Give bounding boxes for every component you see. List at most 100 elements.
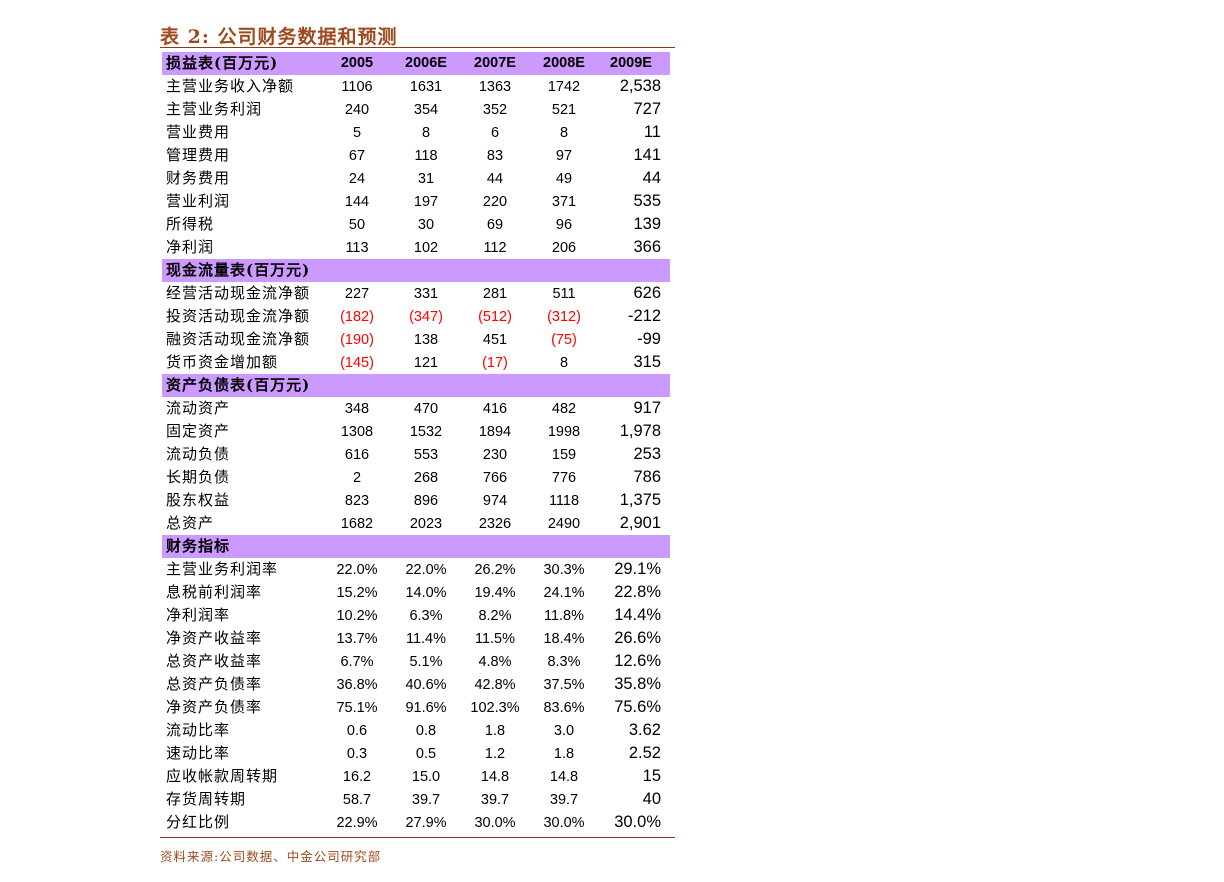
table-cell: 19.4% <box>474 585 516 601</box>
table-cell: (182) <box>340 309 374 325</box>
table-cell: 35.8% <box>614 675 661 693</box>
table-cell: 11.5% <box>474 631 516 647</box>
table-cell: 2.52 <box>628 744 661 762</box>
table-cell: 26.2% <box>474 562 516 578</box>
table-cell: 0.5 <box>415 746 437 762</box>
table-cell: 69 <box>486 217 504 233</box>
top-rule <box>160 47 675 48</box>
table-cell: 8.2% <box>478 608 512 624</box>
table-cell: 10.2% <box>336 608 378 624</box>
column-header: 2009E <box>610 55 652 71</box>
table-cell: 29.1% <box>614 560 661 578</box>
row-label: 分红比例 <box>166 813 231 831</box>
row-label: 净利润率 <box>166 606 231 624</box>
table-cell: 482 <box>551 401 577 417</box>
table-cell: 24.1% <box>543 585 585 601</box>
row-label: 经营活动现金流净额 <box>166 284 311 302</box>
table-cell: 22.9% <box>336 815 378 831</box>
table-cell: 253 <box>633 445 661 463</box>
row-label: 所得税 <box>166 215 215 233</box>
table-cell: 18.4% <box>543 631 585 647</box>
table-cell: 39.7 <box>411 792 441 808</box>
table-cell: 0.3 <box>346 746 368 762</box>
table-cell: 470 <box>413 401 439 417</box>
table-cell: 727 <box>633 100 661 118</box>
table-cell: (17) <box>482 355 508 371</box>
table-cell: 15 <box>642 767 661 785</box>
table-cell: 141 <box>633 146 661 164</box>
table-cell: 1.8 <box>553 746 575 762</box>
table-cell: 121 <box>413 355 439 371</box>
table-cell: 240 <box>344 102 370 118</box>
row-label: 流动比率 <box>166 721 231 739</box>
row-label: 总资产 <box>166 514 215 532</box>
table-cell: 102 <box>413 240 439 256</box>
section-header: 资产负债表(百万元) <box>162 374 670 397</box>
table-cell: 1,375 <box>619 491 661 509</box>
table-cell: 1532 <box>409 424 443 440</box>
section-title: 财务指标 <box>166 537 231 555</box>
table-cell: 22.0% <box>336 562 378 578</box>
column-header: 2007E <box>474 55 516 71</box>
row-label: 投资活动现金流净额 <box>166 307 311 325</box>
table-cell: 2,538 <box>619 77 661 95</box>
table-cell: 6.3% <box>409 608 443 624</box>
table-cell: 1118 <box>548 493 580 509</box>
table-cell: 2 <box>352 470 362 486</box>
table-cell: 14.4% <box>614 606 661 624</box>
row-label: 固定资产 <box>166 422 231 440</box>
table-cell: 616 <box>344 447 370 463</box>
section-header: 现金流量表(百万元) <box>162 259 670 282</box>
table-cell: 6.7% <box>340 654 374 670</box>
table-cell: -99 <box>637 330 661 348</box>
table-cell: 31 <box>417 171 435 187</box>
table-cell: 1894 <box>478 424 512 440</box>
row-label: 流动负债 <box>166 445 231 463</box>
section-title: 损益表(百万元) <box>166 54 279 72</box>
table-cell: 416 <box>482 401 508 417</box>
table-cell: 1308 <box>340 424 374 440</box>
table-cell: 331 <box>413 286 439 302</box>
table-cell: 30.0% <box>474 815 516 831</box>
table-cell: 36.8% <box>336 677 378 693</box>
table-cell: 1742 <box>547 79 581 95</box>
row-label: 股东权益 <box>166 491 231 509</box>
column-header: 2005 <box>340 55 374 71</box>
table-cell: 14.0% <box>405 585 447 601</box>
table-cell: 766 <box>482 470 508 486</box>
table-cell: 1.8 <box>484 723 506 739</box>
table-cell: 96 <box>555 217 573 233</box>
table-cell: 3.62 <box>628 721 661 739</box>
table-cell: (512) <box>478 309 512 325</box>
table-cell: -212 <box>627 307 661 325</box>
row-label: 营业费用 <box>166 123 231 141</box>
table-cell: 113 <box>345 240 369 256</box>
row-label: 管理费用 <box>166 146 231 164</box>
table-cell: 8 <box>559 355 569 371</box>
table-cell: 348 <box>344 401 370 417</box>
table-cell: 30 <box>417 217 435 233</box>
table-cell: 197 <box>413 194 439 210</box>
table-cell: 5 <box>352 125 362 141</box>
table-cell: 11.4% <box>405 631 447 647</box>
table-cell: (145) <box>340 355 374 371</box>
table-cell: 1.2 <box>484 746 506 762</box>
table-cell: 138 <box>413 332 439 348</box>
table-cell: 102.3% <box>470 700 520 716</box>
